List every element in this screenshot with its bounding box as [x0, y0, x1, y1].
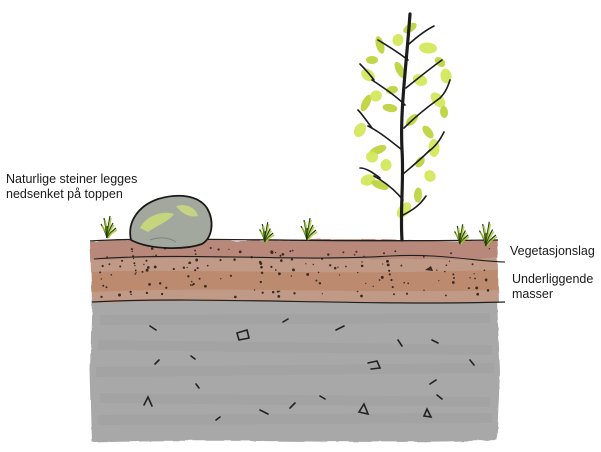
underlying-masses-label: Underliggende masser [512, 272, 593, 302]
tree-icon [351, 14, 452, 240]
soil-layer [90, 239, 505, 303]
underlying-label-line2: masser [512, 287, 593, 302]
stone-icon [130, 196, 211, 248]
stones-label-line2: nedsenket på toppen [6, 187, 137, 202]
gravel-layer [90, 299, 500, 442]
underlying-label-line1: Underliggende [512, 272, 593, 287]
stones-label: Naturlige steiner legges nedsenket på to… [6, 172, 137, 202]
vegetation-layer-label: Vegetasjonslag [510, 244, 595, 259]
stones-label-line1: Naturlige steiner legges [6, 172, 137, 187]
